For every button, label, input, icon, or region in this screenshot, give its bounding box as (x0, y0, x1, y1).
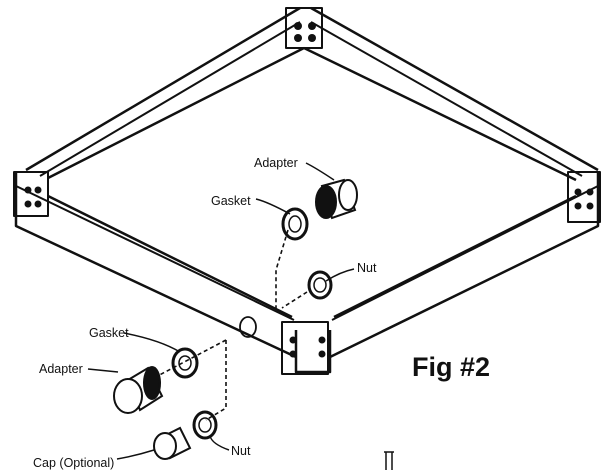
frame-inner (47, 46, 577, 319)
front-hole (239, 316, 257, 338)
callout-nut-top: Nut (357, 261, 377, 275)
callout-gasket-left: Gasket (89, 326, 129, 340)
callout-adapter-left: Adapter (39, 362, 83, 376)
adapter-left (113, 366, 164, 414)
callout-cap: Cap (Optional) (33, 456, 114, 470)
nut-bottom (192, 410, 218, 440)
decorative-mark (384, 451, 394, 470)
callout-adapter-top: Adapter (254, 156, 298, 170)
frame-ridges (15, 21, 599, 321)
leader-lines (87, 162, 355, 460)
figure-label: Fig #2 (412, 352, 490, 382)
gasket-left (171, 347, 199, 379)
callout-nut-bottom: Nut (231, 444, 251, 458)
nut-top (307, 270, 333, 300)
callout-gasket-top: Gasket (211, 194, 251, 208)
corner-brackets (13, 7, 601, 375)
gasket-top (281, 207, 309, 241)
bolt-holes (24, 22, 594, 358)
cap-optional (153, 426, 192, 460)
adapter-top (315, 178, 358, 220)
assembly-axes (149, 229, 308, 421)
frame-outer (14, 6, 600, 374)
